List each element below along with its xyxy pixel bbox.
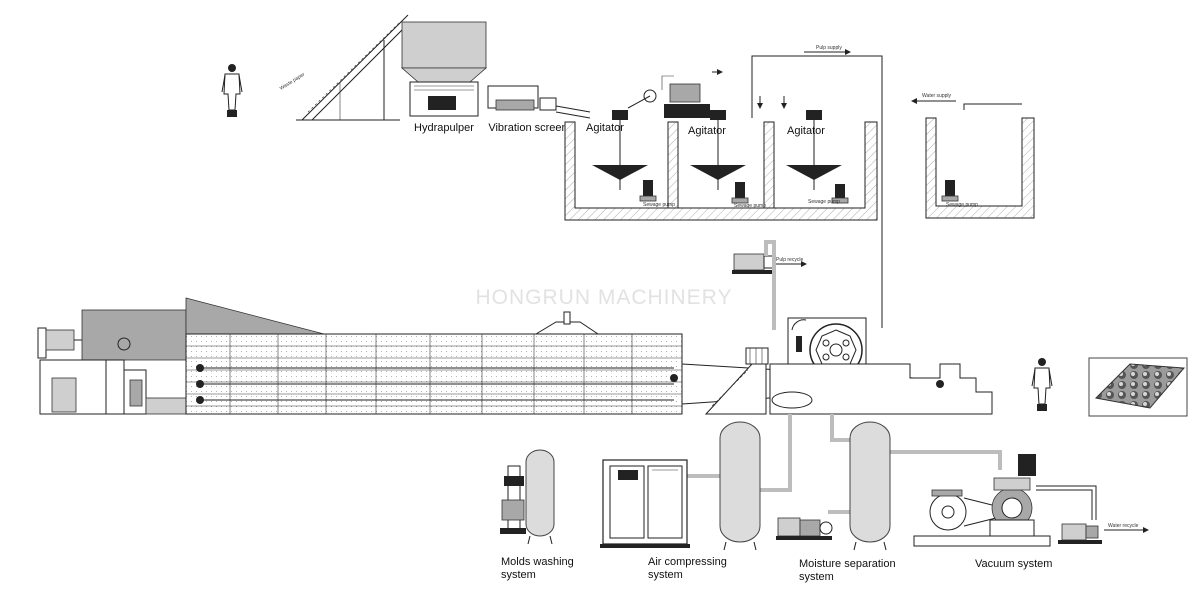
- molds-washing-label-line1: Molds washing: [501, 556, 574, 568]
- molds-washing-label-line2: system: [501, 569, 536, 581]
- vibration-screen-machine: [487, 85, 591, 119]
- moisture-separation-system: [776, 421, 891, 551]
- pulp-supply-label: Pulp supply: [816, 45, 842, 51]
- waste-paper-conveyor: [296, 14, 411, 121]
- sewage-pump-2-label: Sewage pump: [734, 203, 766, 209]
- pulp-recycle-pump: [732, 240, 807, 330]
- egg-tray-product-icon: [1088, 357, 1188, 417]
- sewage-pump-4-label: Sewage pump: [946, 202, 978, 208]
- forming-machine: [704, 317, 993, 415]
- worker-figure-icon: [221, 64, 243, 117]
- drying-line: [37, 297, 947, 415]
- sewage-pump-2: [731, 182, 749, 204]
- vacuum-system-label: Vacuum system: [975, 558, 1052, 570]
- molds-washing-system: [500, 449, 555, 545]
- pulp-pump-motor: [627, 75, 710, 118]
- agitator-1: [592, 110, 648, 190]
- worker-figure-icon: [1031, 358, 1053, 411]
- water-recycle-label: Water recycle: [1108, 523, 1139, 529]
- waste-paper-label: Waste paper: [279, 72, 306, 92]
- agitator-3-label: Agitator: [787, 125, 825, 137]
- sewage-pump-1-label: Sewage pump: [643, 202, 675, 208]
- pulp-recycle-label: Pulp recycle: [776, 257, 803, 263]
- vacuum-pump-icon: [913, 454, 1097, 547]
- water-tank: [911, 98, 1035, 219]
- sewage-pump-3-label: Sewage pump: [808, 199, 840, 205]
- watermark-text: HONGRUN MACHINERY: [476, 286, 733, 309]
- air-tank: [719, 421, 761, 551]
- air-compressing-label-line1: Air compressing: [648, 556, 727, 568]
- pulp-tank-group: [564, 121, 878, 221]
- water-recycle-pump: [1058, 523, 1149, 544]
- agitator-2: [690, 110, 746, 190]
- sewage-pump-1: [639, 180, 657, 202]
- pulp-supply-line: [712, 49, 883, 328]
- air-compressor-icon: [600, 459, 690, 548]
- air-compressing-label-line2: system: [648, 569, 683, 581]
- hydrapulper-label: Hydrapulper: [414, 122, 474, 134]
- vibration-screen-label: Vibration screen: [488, 122, 567, 134]
- hydrapulper-machine: [400, 21, 488, 117]
- sewage-pump-3: [831, 184, 849, 204]
- agitator-2-label: Agitator: [688, 125, 726, 137]
- agitator-1-label: Agitator: [586, 122, 624, 134]
- moisture-separation-label-line2: system: [799, 571, 834, 583]
- agitator-3: [786, 110, 842, 190]
- water-supply-label: Water supply: [922, 93, 951, 99]
- moisture-separation-label-line1: Moisture separation: [799, 558, 896, 570]
